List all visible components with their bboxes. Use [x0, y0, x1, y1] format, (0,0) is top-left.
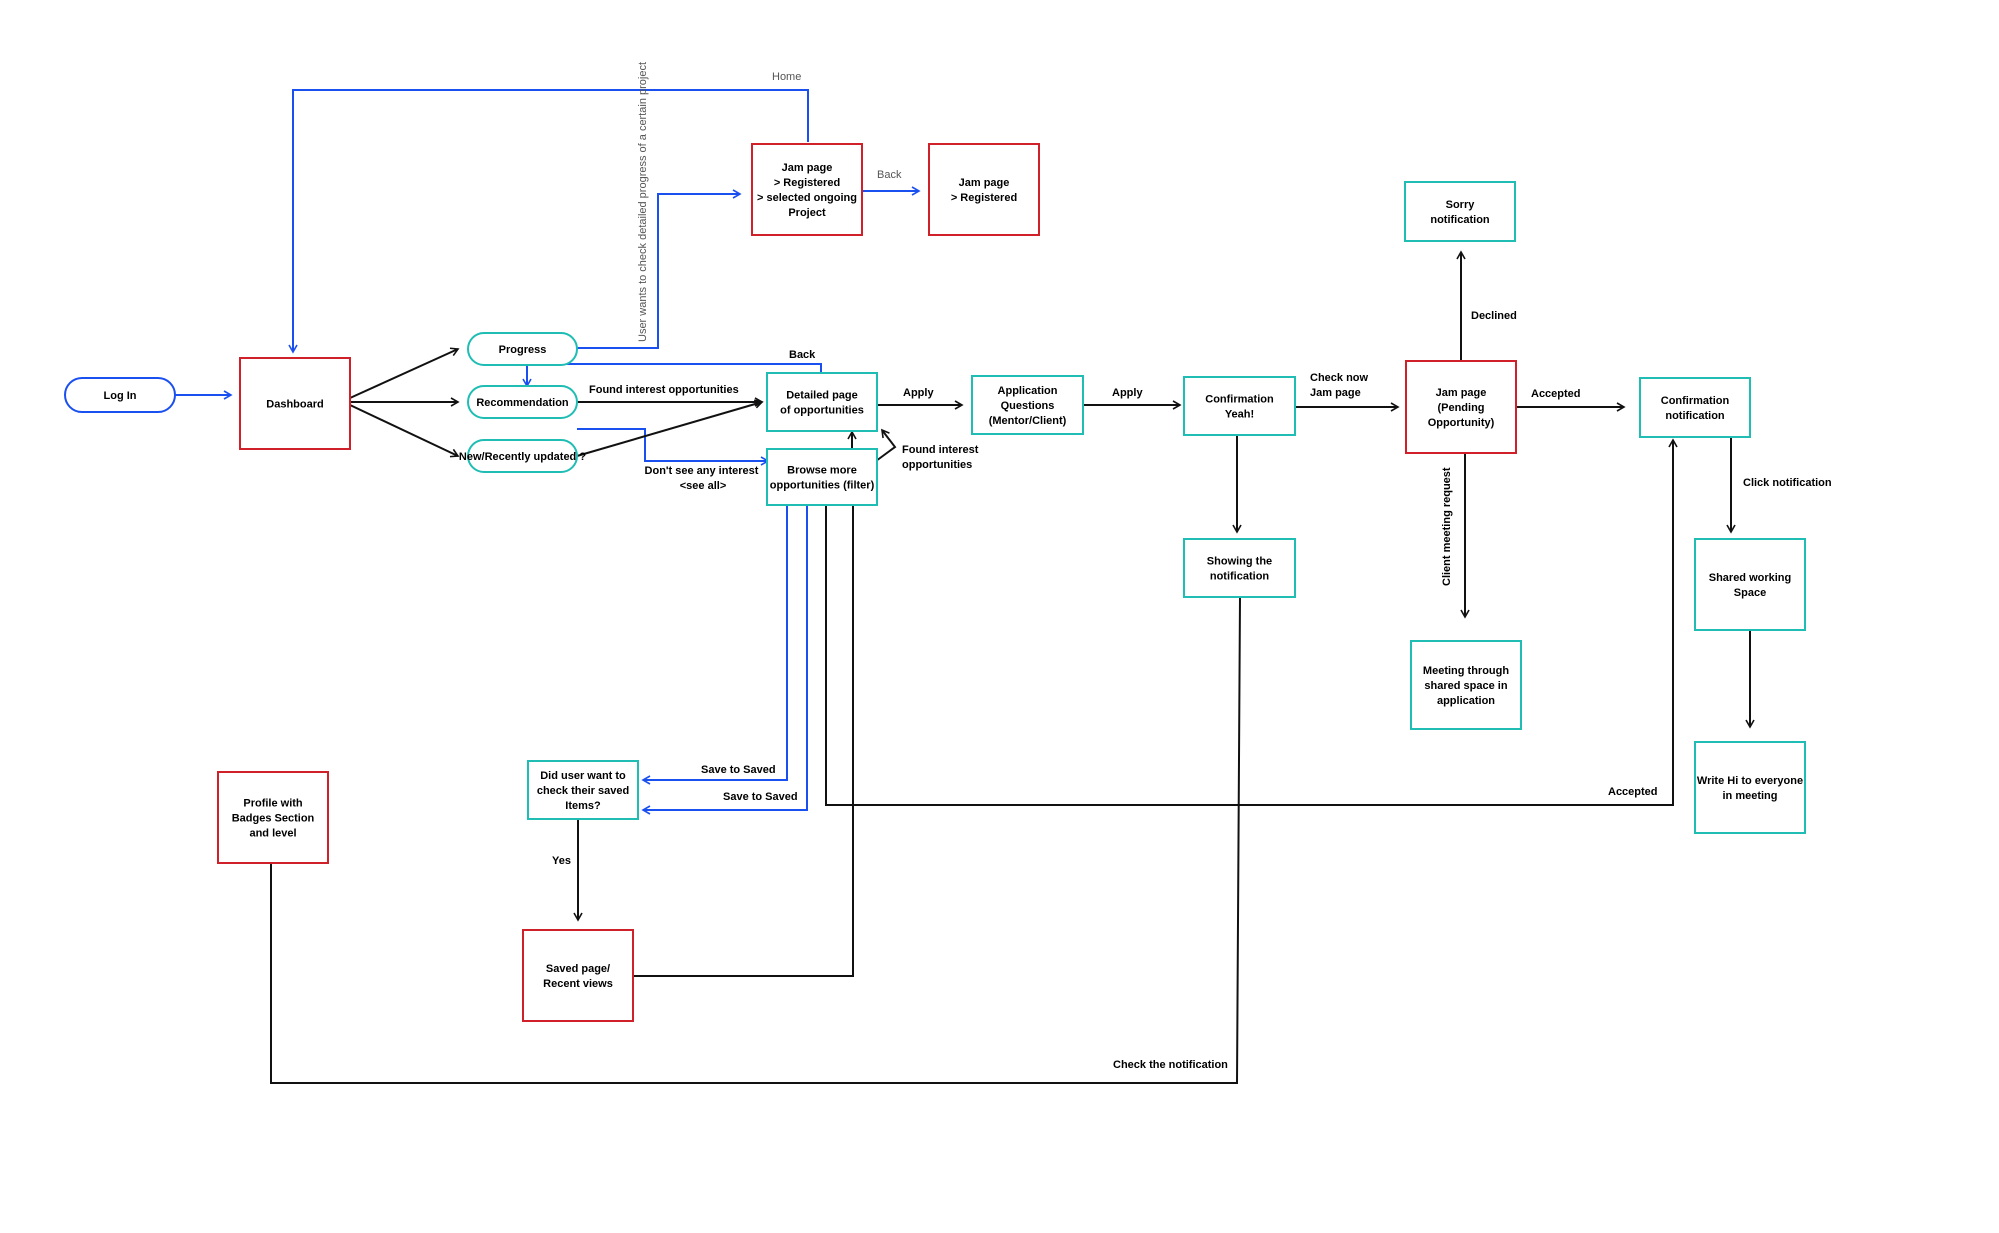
progress-node-label: Progress	[499, 344, 547, 356]
saved-page-node: Saved page/Recent views	[522, 929, 634, 1022]
label-accepted-1: Accepted	[1531, 388, 1581, 400]
progress-node: Progress	[467, 332, 578, 366]
edge-jam-home-dashboard	[288, 89, 809, 354]
detailed-page-node-shape	[766, 372, 878, 432]
label-apply-1: Apply	[903, 387, 934, 399]
label-click-notification: Click notification	[1743, 477, 1832, 489]
shared-working-space-node-shape	[1694, 538, 1806, 631]
edge-showing-check-notification-profile	[270, 596, 1241, 1084]
edge-detail-back-recommendation	[522, 363, 822, 388]
confirmation-yeah-node-shape	[1183, 376, 1296, 436]
edge-browse-save-1	[641, 505, 788, 785]
profile-badges-node-shape	[217, 771, 329, 864]
new-recently-updated-node: New/Recently updated ?	[459, 439, 586, 473]
label-found-interest-opportunities: Found interest opportunities	[589, 384, 739, 396]
label-user-wants-progress: User wants to check detailed progress of…	[637, 62, 649, 342]
jam-page-registered-node-shape	[928, 143, 1040, 236]
edge-dashboard-progress	[349, 347, 460, 399]
meeting-shared-space-node-shape	[1410, 640, 1522, 730]
login-node: Log In	[64, 377, 176, 413]
label-client-meeting-request: Client meeting request	[1441, 467, 1453, 586]
label-yes: Yes	[552, 855, 571, 867]
sorry-notification-node-shape	[1404, 181, 1516, 242]
label-save-to-saved-1: Save to Saved	[701, 764, 776, 776]
edge-new-detail	[576, 399, 764, 457]
edge-saved-page-browse	[633, 505, 854, 977]
edge-progress-jam-selected	[577, 189, 742, 349]
dashboard-node: Dashboard	[239, 357, 351, 450]
saved-page-node-shape	[522, 929, 634, 1022]
login-node-shape	[64, 377, 176, 413]
progress-node-shape	[467, 332, 578, 366]
login-node-label: Log In	[104, 390, 137, 402]
edge-browse-found-detail	[875, 428, 897, 462]
label-apply-2: Apply	[1112, 387, 1143, 399]
jam-page-registered-node-label: Jam page> Registered	[951, 177, 1017, 204]
recommendation-node: Recommendation	[467, 385, 578, 419]
edge-recommendation-browse	[577, 428, 770, 466]
label-found-interest-browse: Found interest opportunities	[902, 444, 981, 471]
edge-dashboard-new	[349, 404, 460, 458]
recommendation-node-shape	[467, 385, 578, 419]
saved-page-node-label: Saved page/Recent views	[543, 963, 613, 990]
label-check-the-notification: Check the notification	[1113, 1059, 1228, 1071]
jam-page-registered-node: Jam page> Registered	[928, 143, 1040, 236]
jam-page-pending-node-shape	[1405, 360, 1517, 454]
browse-more-node-shape	[766, 448, 878, 506]
jam-page-selected-project-node-shape	[751, 143, 863, 236]
label-back-jam: Back	[877, 169, 902, 181]
new-recently-updated-node-label: New/Recently updated ?	[459, 451, 586, 463]
dashboard-node-shape	[239, 357, 351, 450]
label-save-to-saved-2: Save to Saved	[723, 791, 798, 803]
dashboard-node-label: Dashboard	[266, 399, 323, 411]
label-back-detail: Back	[789, 349, 816, 361]
recommendation-node-label: Recommendation	[476, 397, 569, 409]
label-declined: Declined	[1471, 310, 1517, 322]
new-recently-updated-node-shape	[467, 439, 578, 473]
application-questions-node-shape	[971, 375, 1084, 435]
label-accepted-2: Accepted	[1608, 786, 1658, 798]
write-hi-node-shape	[1694, 741, 1806, 834]
showing-notification-node-shape	[1183, 538, 1296, 598]
edge-browse-accepted-confirmation-notification	[825, 438, 1678, 806]
label-dont-see-interest: Don't see any interest <see all>	[645, 465, 762, 492]
confirmation-notification-node-shape	[1639, 377, 1751, 438]
diagram-nodes: Log In Dashboard ProgressRecommendationNew…	[64, 143, 1806, 1022]
label-home: Home	[772, 71, 801, 83]
did-user-want-saved-node-shape	[527, 760, 639, 820]
edge-browse-save-2	[641, 505, 808, 815]
label-check-now-jam: Check now Jam page	[1310, 372, 1371, 399]
